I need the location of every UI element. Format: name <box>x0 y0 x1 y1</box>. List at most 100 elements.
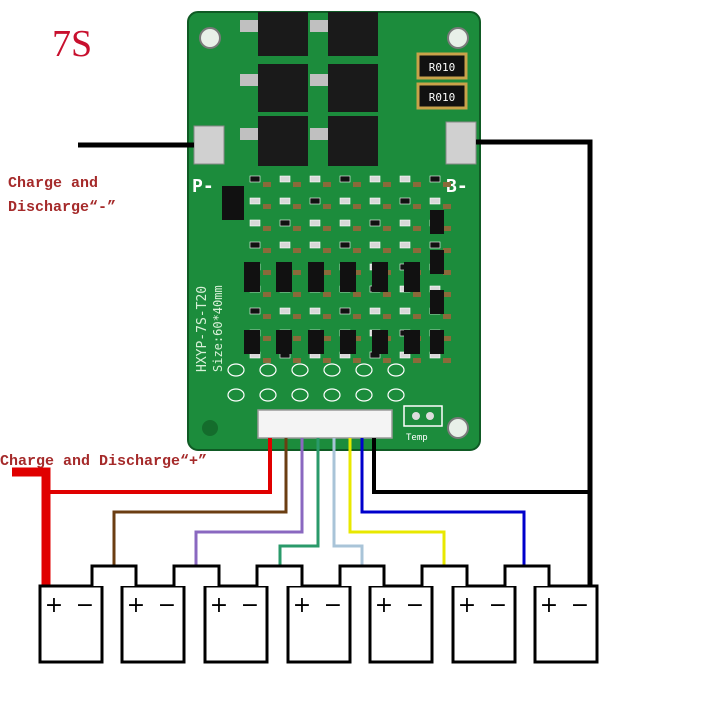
mounting-hole-bottom-right <box>447 417 469 439</box>
ic-chip <box>308 262 324 292</box>
silkscreen-oval <box>259 388 277 402</box>
mounting-hole-top-right <box>447 27 469 49</box>
ic-chip <box>244 262 260 292</box>
battery-cell: +− <box>451 584 517 664</box>
resistor-marking: R010 <box>429 61 456 74</box>
smd-component <box>413 292 421 297</box>
smd-component <box>323 204 331 209</box>
smd-component <box>279 307 291 315</box>
smd-component <box>323 336 331 341</box>
smd-component <box>263 314 271 319</box>
series-link <box>90 564 138 586</box>
negative-terminal-label: Charge and Discharge“-” <box>8 172 116 220</box>
smd-component <box>309 175 321 183</box>
main-positive-wire <box>12 467 51 586</box>
smd-component <box>443 204 451 209</box>
smd-component <box>293 358 301 363</box>
smd-component <box>413 226 421 231</box>
ic-chip <box>340 330 356 354</box>
plus-sign: + <box>458 593 476 618</box>
smd-component <box>353 182 361 187</box>
silkscreen-oval <box>227 363 245 377</box>
smd-component <box>263 226 271 231</box>
mosfet-tab <box>310 128 328 140</box>
smd-component <box>443 248 451 253</box>
smd-component <box>383 248 391 253</box>
ic-chip <box>430 290 444 314</box>
silkscreen-oval <box>355 363 373 377</box>
smd-component <box>353 204 361 209</box>
smd-component <box>293 182 301 187</box>
balance-wire <box>112 438 288 566</box>
balance-wire <box>46 438 272 494</box>
mounting-hole-bottom-left <box>202 420 218 436</box>
smd-component <box>369 197 381 205</box>
p-minus-label: P- <box>192 176 214 197</box>
smd-component <box>323 292 331 297</box>
minus-sign: − <box>571 593 589 618</box>
silkscreen-oval <box>291 388 309 402</box>
smd-component <box>263 270 271 275</box>
battery-body <box>203 584 269 664</box>
smd-component <box>249 307 261 315</box>
smd-component <box>293 270 301 275</box>
smd-component <box>383 314 391 319</box>
smd-component <box>339 197 351 205</box>
smd-component <box>263 248 271 253</box>
battery-body <box>451 584 517 664</box>
smd-component <box>323 270 331 275</box>
smd-component <box>399 219 411 227</box>
smd-component <box>399 175 411 183</box>
ic-chip <box>276 262 292 292</box>
shunt-resistor <box>416 82 468 110</box>
smd-component <box>263 336 271 341</box>
smd-component <box>353 292 361 297</box>
smd-component <box>263 204 271 209</box>
p-minus-pad <box>193 125 225 165</box>
smd-component <box>383 182 391 187</box>
temp-label: Temp <box>406 433 428 443</box>
smd-component <box>383 226 391 231</box>
mosfet <box>328 116 378 166</box>
plus-sign: + <box>45 593 63 618</box>
balance-wire <box>194 438 304 566</box>
smd-component <box>249 175 261 183</box>
smd-component <box>399 197 411 205</box>
smd-component <box>429 197 441 205</box>
balance-wire <box>360 438 526 566</box>
smd-component <box>443 358 451 363</box>
smd-component <box>443 314 451 319</box>
smd-component <box>249 219 261 227</box>
board-size-text: Size:60*40mm <box>211 285 225 372</box>
ic-chip <box>404 330 420 354</box>
mosfet <box>258 116 308 166</box>
smd-component <box>323 226 331 231</box>
smd-component <box>413 358 421 363</box>
smd-component-field <box>227 175 451 436</box>
minus-sign: − <box>158 593 176 618</box>
smd-component <box>249 241 261 249</box>
battery-cell: +− <box>203 584 269 664</box>
ic-chip <box>372 262 388 292</box>
ic-chip <box>308 330 324 354</box>
silkscreen-oval <box>323 388 341 402</box>
ic-chip <box>372 330 388 354</box>
wires <box>12 139 593 586</box>
smd-component <box>353 270 361 275</box>
shunt-resistor <box>416 52 468 80</box>
silkscreen-oval <box>259 363 277 377</box>
battery-body <box>286 584 352 664</box>
smd-component <box>369 307 381 315</box>
temp-pin <box>426 412 434 420</box>
mosfet-tab <box>240 20 258 32</box>
chip <box>222 186 244 220</box>
smd-component <box>413 248 421 253</box>
smd-component <box>293 204 301 209</box>
smd-component <box>323 182 331 187</box>
board-model-text: HXYP-7S-T20 <box>195 286 210 372</box>
ic-chip <box>244 330 260 354</box>
battery-body <box>38 584 104 664</box>
balance-wire <box>348 438 446 566</box>
smd-component <box>443 270 451 275</box>
